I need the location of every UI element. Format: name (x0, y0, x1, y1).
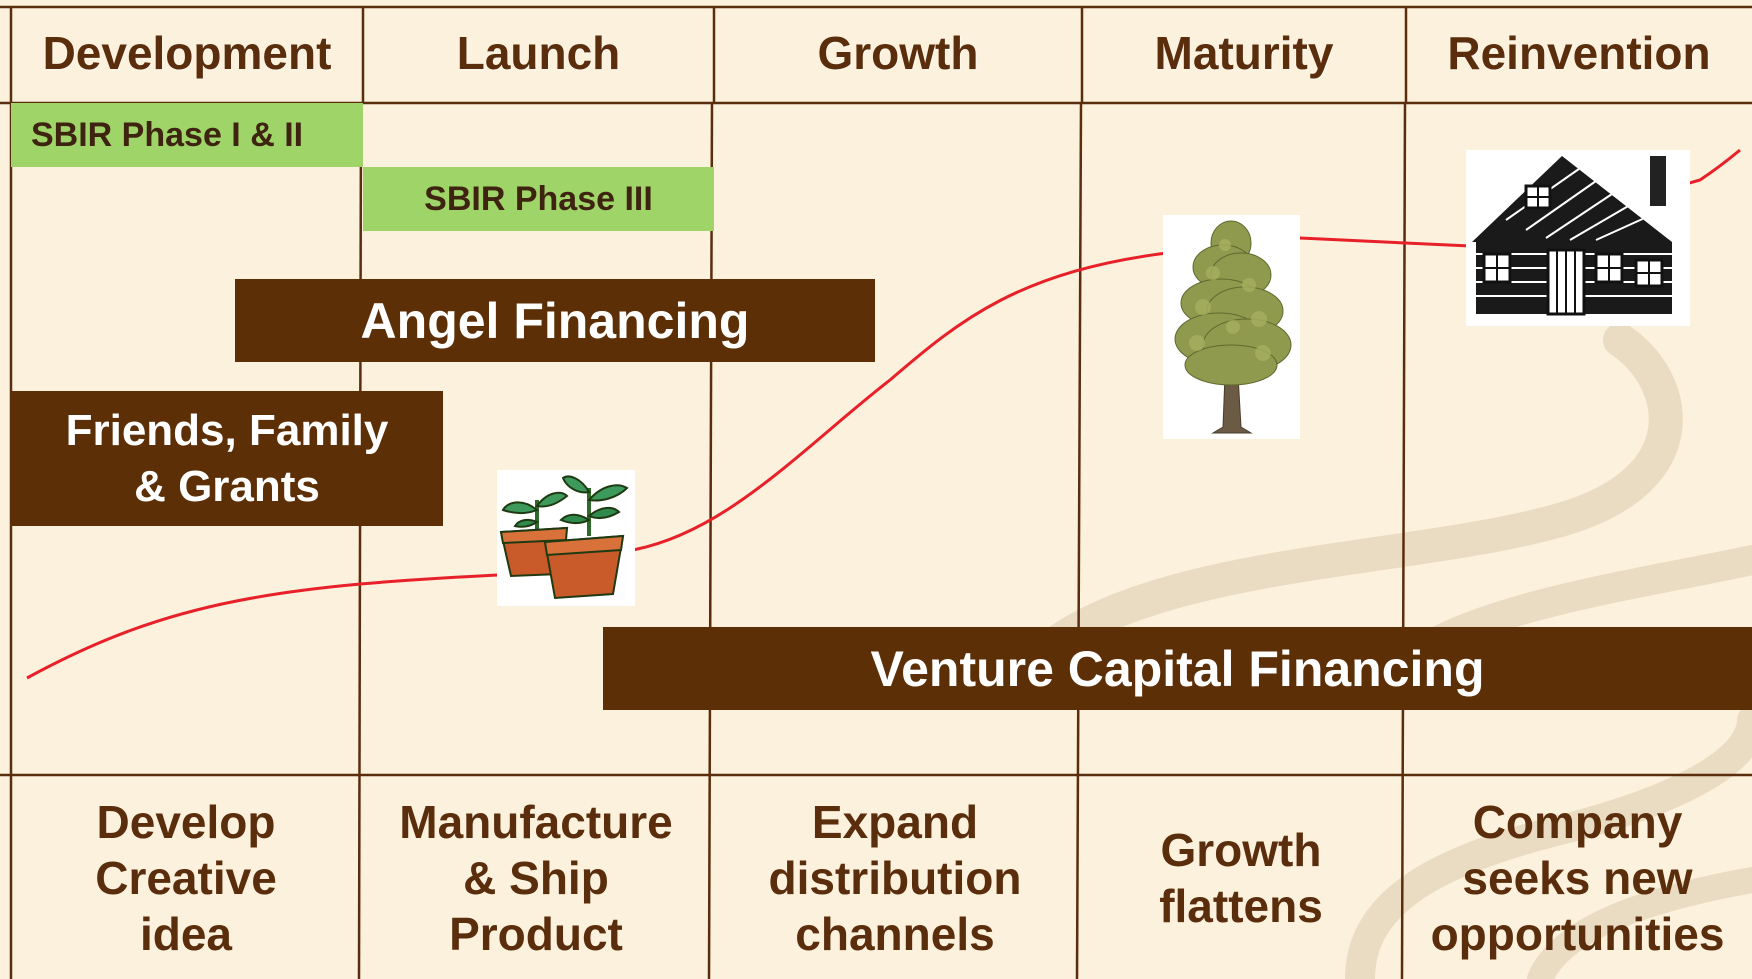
stage-description-reinvention: Company seeks new opportunities (1430, 796, 1725, 960)
angel-financing-box: Angel Financing (235, 279, 875, 362)
friends-family-grants-box: Friends, Family & Grants (11, 391, 443, 526)
venture-capital-financing-box: Venture Capital Financing (603, 627, 1752, 710)
log-cabin-icon (1466, 150, 1690, 326)
stage-header-growth: Growth (817, 27, 979, 79)
seedling-pots-icon (497, 470, 635, 606)
stage-description-growth: Expand distribution channels (768, 796, 1022, 960)
sbir-phase-3-box: SBIR Phase III (363, 167, 714, 231)
stage-header-reinvention: Reinvention (1447, 27, 1711, 79)
stage-header-development: Development (42, 27, 332, 79)
stage-header-launch: Launch (456, 27, 621, 79)
stage-description-development: Develop Creative idea (95, 796, 277, 960)
sbir-phase-1-2-box: SBIR Phase I & II (11, 103, 363, 167)
stage-description-launch: Manufacture & Ship Product (399, 796, 673, 960)
stage-description-maturity: Growth flattens (1159, 824, 1323, 932)
tree-icon (1163, 215, 1300, 439)
decorative-swirl (1043, 323, 1752, 979)
stage-header-maturity: Maturity (1154, 27, 1334, 79)
